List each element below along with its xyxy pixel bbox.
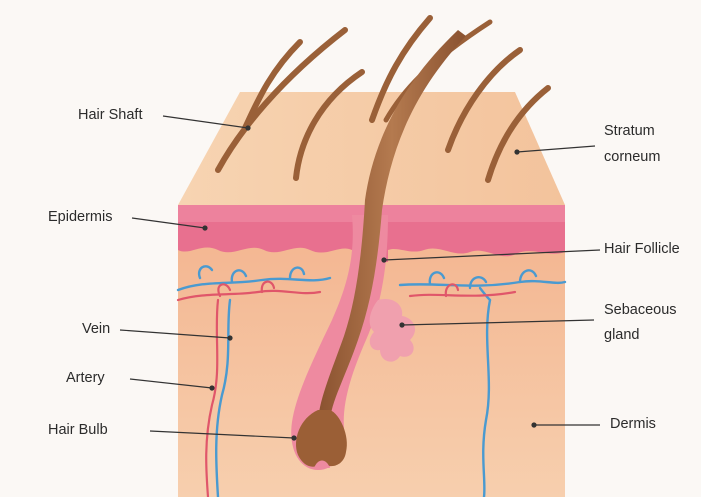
- artery-label: Artery: [66, 369, 105, 387]
- epidermis-label: Epidermis: [48, 208, 112, 226]
- hair-shaft-label: Hair Shaft: [78, 106, 142, 124]
- vein-label: Vein: [82, 320, 110, 338]
- sebaceous-gland-label-line1: Sebaceous: [604, 301, 677, 319]
- sebaceous-gland-label-line2: gland: [604, 326, 639, 344]
- stratum-corneum-label-line2: corneum: [604, 148, 660, 166]
- stratum-corneum-label-line1: Stratum: [604, 122, 655, 140]
- hair-follicle-label: Hair Follicle: [604, 240, 680, 258]
- dermis-label: Dermis: [610, 415, 656, 433]
- hair-bulb-label: Hair Bulb: [48, 421, 108, 439]
